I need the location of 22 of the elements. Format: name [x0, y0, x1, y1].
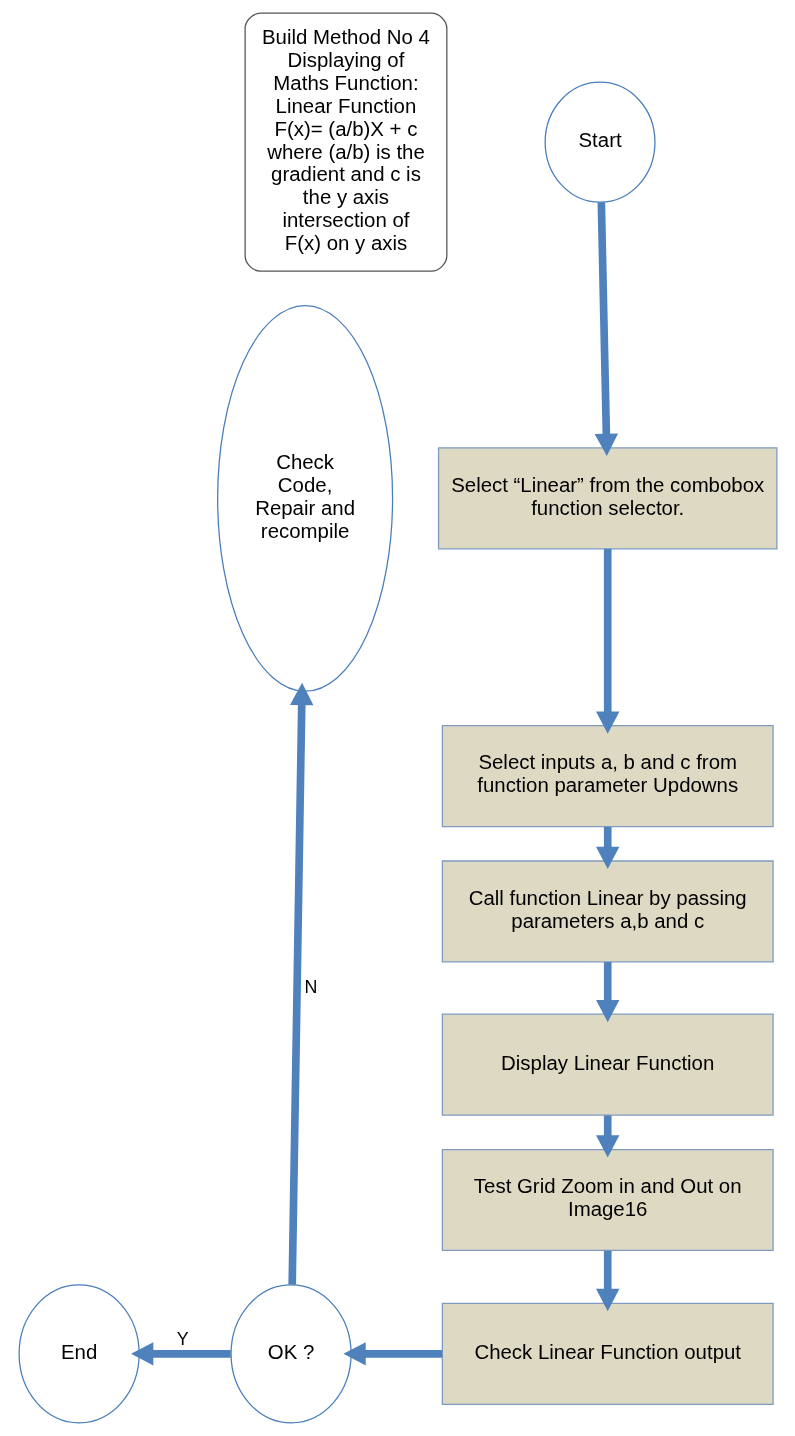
- node-box: Select inputs a, b and c from function parameter Updowns: [441, 725, 774, 828]
- node-ellipse: Check Code, Repair and recompile: [216, 304, 393, 692]
- node-box: Call function Linear by passing parameters a,b and c: [441, 860, 774, 963]
- arrow: [342, 1342, 442, 1366]
- arrow: [595, 548, 619, 734]
- node-box: Select “Linear” from the combobox function selector.: [437, 447, 778, 550]
- node-box: Check Linear Function output: [441, 1302, 774, 1405]
- arrow: [287, 682, 313, 1285]
- arrow: [130, 1342, 231, 1366]
- edge-label: Y: [176, 1329, 188, 1350]
- arrow: [595, 1250, 619, 1312]
- node-box: Test Grid Zoom in and Out on Image16: [441, 1148, 774, 1252]
- arrow: [595, 1115, 619, 1158]
- node-box: Display Linear Function: [441, 1013, 774, 1116]
- node-ellipse: End: [17, 1284, 140, 1424]
- arrow: [595, 826, 619, 869]
- node-box: Build Method No 4 Displaying of Maths Function: Linear Function F(x)= (a/b)X + c where (a/b) is the gradient and c is the y axis intersection of F(x) on y axis: [243, 12, 447, 272]
- arrow: [594, 202, 618, 457]
- arrow: [595, 962, 619, 1023]
- edge-label: N: [303, 976, 317, 997]
- node-ellipse: OK ?: [229, 1284, 352, 1424]
- node-circle: Start: [544, 81, 656, 203]
